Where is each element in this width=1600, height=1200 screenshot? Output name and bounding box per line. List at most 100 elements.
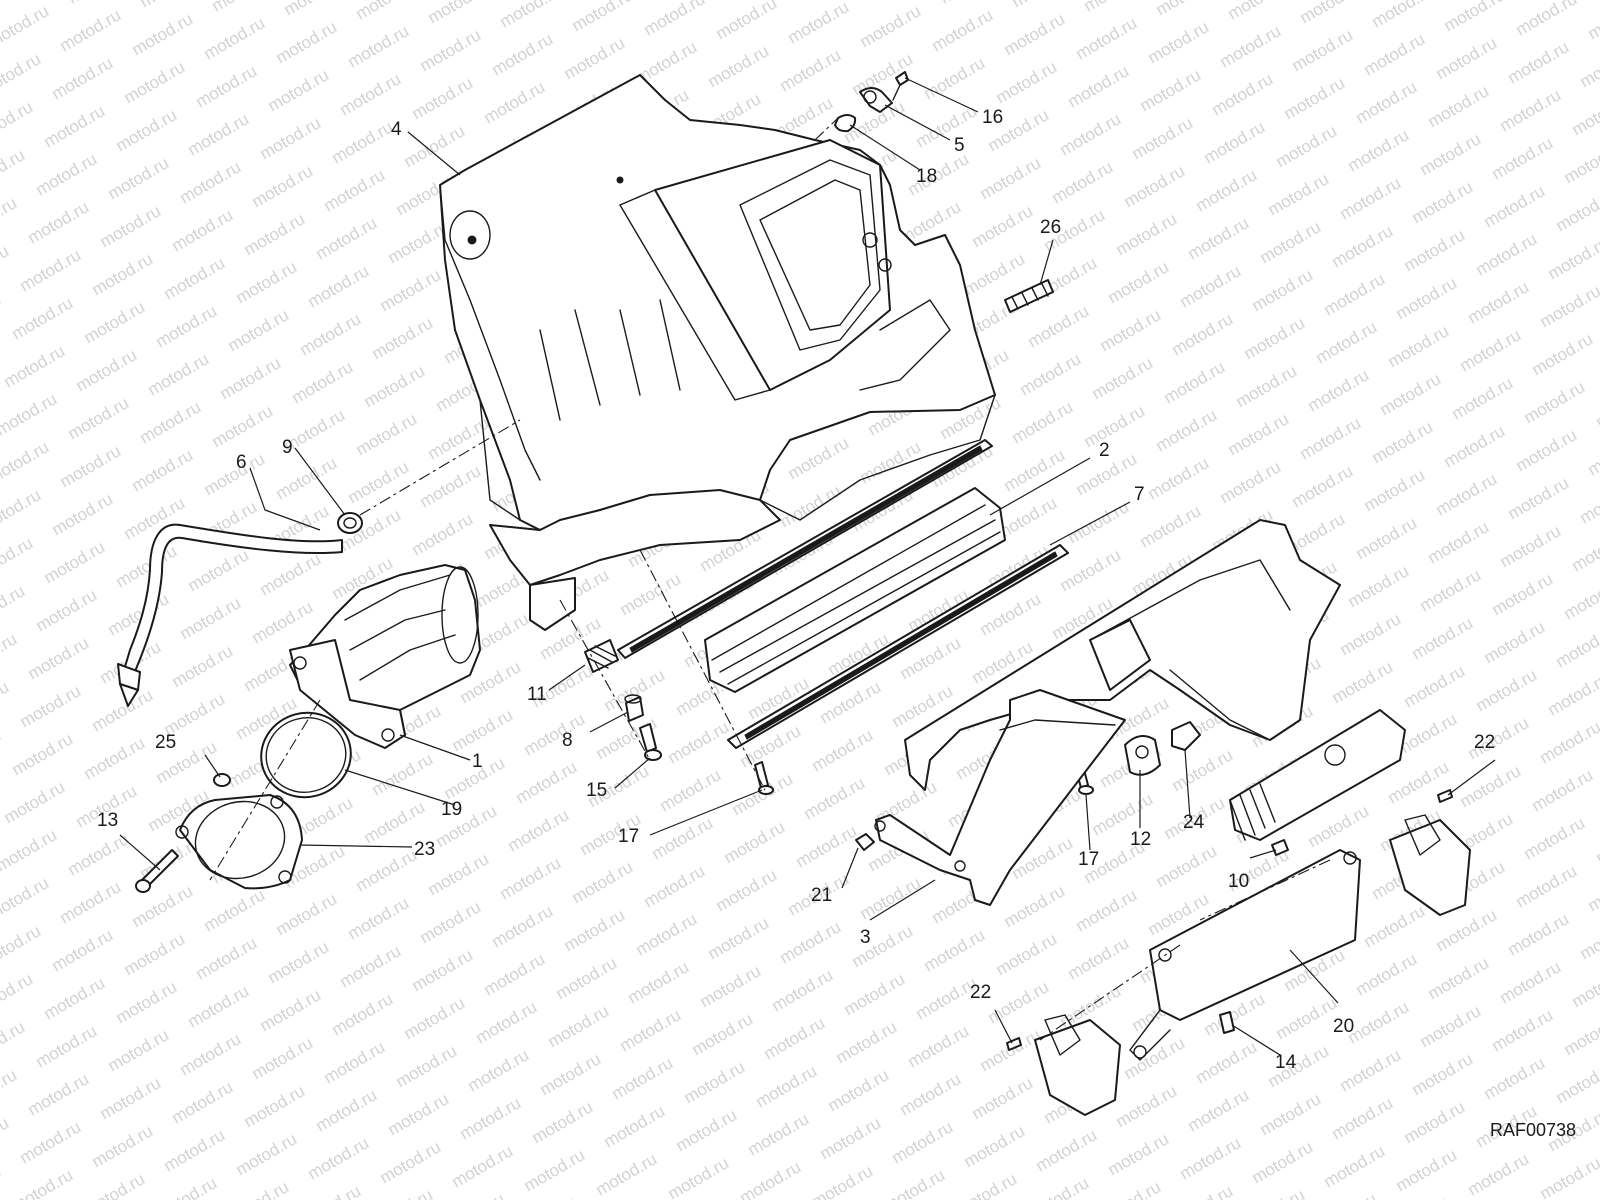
watermark-text: motod.ru — [1409, 613, 1477, 663]
watermark-text: motod.ru — [369, 749, 437, 799]
electronic-module — [1229, 709, 1406, 841]
watermark-text: motod.ru — [1497, 957, 1565, 1007]
watermark-text: motod.ru — [1105, 257, 1173, 307]
watermark-text: motod.ru — [1409, 177, 1477, 227]
watermark-text: motod.ru — [1009, 397, 1077, 447]
watermark-text: motod.ru — [0, 289, 4, 339]
watermark-text: motod.ru — [233, 257, 301, 307]
watermark-text: motod.ru — [265, 65, 333, 115]
callout-labels: 4 16 5 18 26 2 7 6 9 11 8 15 17 1 25 19 … — [97, 107, 1495, 1073]
watermark-text: motod.ru — [105, 1025, 173, 1075]
watermark-text: motod.ru — [1073, 885, 1141, 935]
callout-5: 5 — [954, 135, 965, 156]
watermark-text: motod.ru — [833, 1017, 901, 1067]
callout-1: 1 — [472, 751, 483, 772]
watermark-text: motod.ru — [1585, 865, 1600, 915]
watermark-text: motod.ru — [1513, 0, 1581, 39]
watermark-text: motod.ru — [1593, 817, 1600, 867]
watermark-text: motod.ru — [417, 897, 485, 947]
part-5-bracket-clip — [859, 87, 893, 113]
watermark-text: motod.ru — [1569, 961, 1600, 1011]
watermark-text: motod.ru — [1553, 621, 1600, 671]
part-22-screw-upper — [1437, 789, 1453, 803]
part-8-spacer — [624, 694, 644, 722]
watermark-text: motod.ru — [1577, 477, 1600, 527]
watermark-text: motod.ru — [665, 717, 733, 767]
watermark-text: motod.ru — [0, 1, 52, 51]
watermark-text: motod.ru — [481, 949, 549, 999]
part-4-airbox-cover — [439, 74, 996, 631]
part-24-clip — [1171, 721, 1201, 751]
watermark-text: motod.ru — [0, 1113, 12, 1163]
watermark-text: motod.ru — [1417, 565, 1485, 615]
watermark-text: motod.ru — [1505, 473, 1573, 523]
watermark-text: motod.ru — [1113, 209, 1181, 259]
watermark-text: motod.ru — [0, 1065, 20, 1115]
watermark-text: motod.ru — [1545, 669, 1600, 719]
watermark-text: motod.ru — [1489, 1005, 1557, 1055]
watermark-text: motod.ru — [201, 13, 269, 63]
watermark-text: motod.ru — [993, 57, 1061, 107]
watermark-text: motod.ru — [1073, 13, 1141, 63]
watermark-text: motod.ru — [97, 201, 165, 251]
watermark-text: motod.ru — [1337, 609, 1405, 659]
watermark-text: motod.ru — [121, 929, 189, 979]
watermark-text: motod.ru — [0, 581, 28, 631]
watermark-text: motod.ru — [1153, 841, 1221, 891]
callout-23: 23 — [414, 839, 435, 860]
watermark-text: motod.ru — [937, 0, 1005, 7]
callout-25: 25 — [155, 732, 176, 753]
watermark-text: motod.ru — [1521, 813, 1589, 863]
watermark-text: motod.ru — [1513, 425, 1581, 475]
watermark-text: motod.ru — [305, 261, 373, 311]
watermark-text: motod.ru — [249, 597, 317, 647]
watermark-text: motod.ru — [1289, 461, 1357, 511]
watermark-text: motod.ru — [561, 905, 629, 955]
watermark-text: motod.ru — [1329, 1093, 1397, 1143]
part-23-gasket — [175, 794, 303, 890]
watermark-text: motod.ru — [1393, 273, 1461, 323]
callout-17-left: 17 — [618, 826, 639, 847]
watermark-text: motod.ru — [617, 1005, 685, 1055]
watermark-text: motod.ru — [233, 1129, 301, 1179]
watermark-text: motod.ru — [905, 149, 973, 199]
part-21-nut — [855, 833, 875, 851]
watermark-text: motod.ru — [1001, 9, 1069, 59]
watermark-text: motod.ru — [1457, 761, 1525, 811]
watermark-text: motod.ru — [1257, 217, 1325, 267]
watermark-text: motod.ru — [161, 253, 229, 303]
watermark-text: motod.ru — [1257, 1089, 1325, 1139]
part-25-seal — [213, 773, 231, 787]
watermark-text: motod.ru — [1377, 369, 1445, 419]
watermark-text: motod.ru — [913, 101, 981, 151]
watermark-text: motod.ru — [1481, 181, 1549, 231]
watermark-text: motod.ru — [1353, 513, 1421, 563]
watermark-text: motod.ru — [1025, 1173, 1093, 1200]
callout-9: 9 — [282, 437, 293, 458]
watermark-text: motod.ru — [1249, 1137, 1317, 1187]
watermark-text: motod.ru — [337, 941, 405, 991]
watermark-text: motod.ru — [129, 445, 197, 495]
part-10-fastener — [1271, 839, 1289, 856]
watermark-text: motod.ru — [1145, 453, 1213, 503]
watermark-text: motod.ru — [1329, 221, 1397, 271]
watermark-text: motod.ru — [281, 0, 349, 19]
watermark-text: motod.ru — [1137, 65, 1205, 115]
watermark-text: motod.ru — [457, 1093, 525, 1143]
watermark-text: motod.ru — [241, 1081, 309, 1131]
watermark-text: motod.ru — [113, 977, 181, 1027]
watermark-text: motod.ru — [921, 925, 989, 975]
watermark-text: motod.ru — [9, 293, 77, 343]
part-13-bolt — [135, 849, 179, 893]
watermark-text: motod.ru — [1321, 269, 1389, 319]
watermark-text: motod.ru — [353, 845, 421, 895]
watermark-text: motod.ru — [41, 537, 109, 587]
watermark-text: motod.ru — [1569, 525, 1600, 575]
watermark-text: motod.ru — [849, 921, 917, 971]
watermark-text: motod.ru — [25, 633, 93, 683]
watermark-text: motod.ru — [265, 937, 333, 987]
watermark-text: motod.ru — [137, 0, 205, 11]
watermark-text: motod.ru — [737, 1157, 805, 1200]
watermark-text: motod.ru — [1449, 373, 1517, 423]
watermark-text: motod.ru — [553, 953, 621, 1003]
